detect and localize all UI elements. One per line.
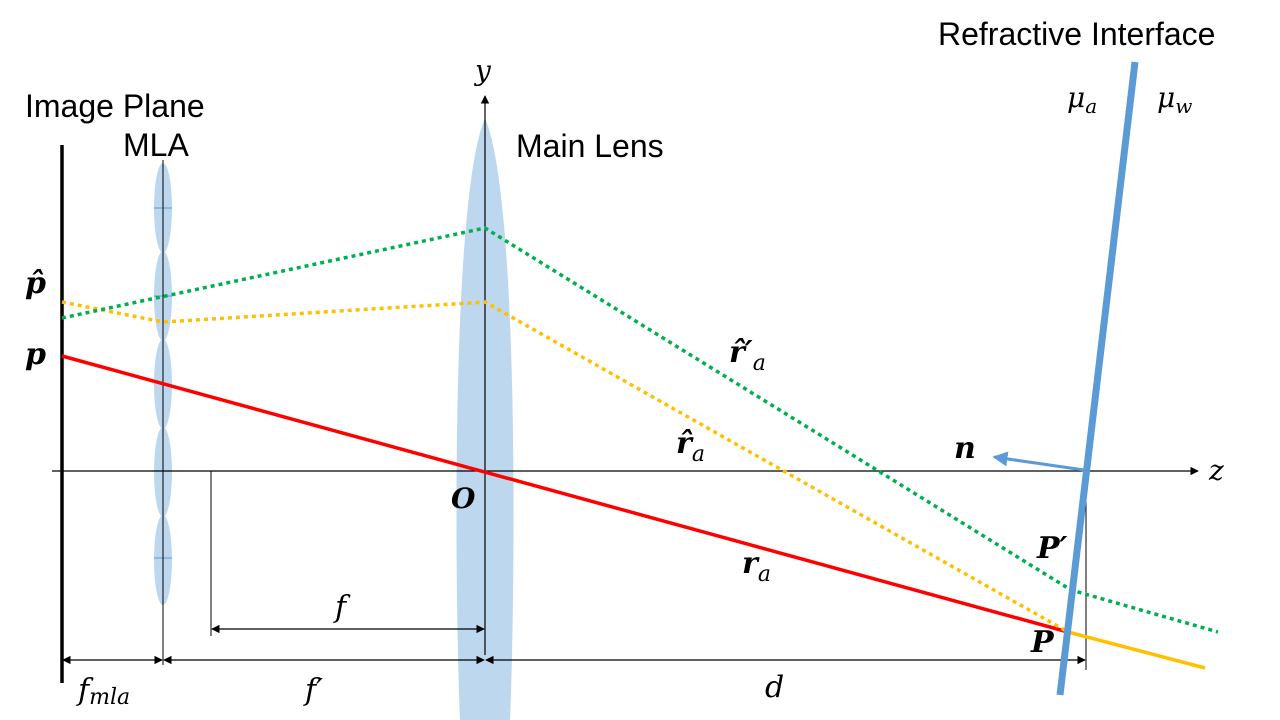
label-f: f (333, 590, 351, 625)
label-z-axis: z (1208, 454, 1224, 487)
refractive-interface (1056, 61, 1139, 696)
label-f-mla: fmla (76, 673, 130, 710)
label-image-plane: Image Plane (25, 88, 205, 124)
label-mu-w: μw (1157, 81, 1192, 118)
ray-r-hat-a (61, 300, 1069, 634)
label-r-hat-prime-a: r̂′a (729, 335, 766, 376)
label-mu-a: μa (1067, 81, 1097, 118)
label-p: p (25, 337, 46, 372)
label-P-prime: P′ (1036, 531, 1068, 566)
label-mla: MLA (123, 127, 189, 163)
label-origin: O (451, 482, 476, 515)
label-n: n (954, 431, 976, 466)
label-r-a: ra (742, 546, 771, 587)
label-y-axis: y (473, 54, 492, 87)
ray-r-hat-a-refracted (1067, 630, 1206, 670)
ray-r-a (61, 354, 1069, 634)
label-refractive-interface: Refractive Interface (938, 16, 1215, 52)
label-d: d (765, 670, 784, 705)
label-f-prime: f′ (303, 673, 323, 708)
ray-r-hat-prime-a (61, 226, 1219, 634)
label-r-hat-a: r̂a (676, 426, 705, 467)
label-P: P (1030, 625, 1055, 660)
normal-vector (992, 451, 1085, 472)
label-p-hat: p̂ (25, 266, 46, 301)
label-main-lens: Main Lens (516, 128, 664, 164)
